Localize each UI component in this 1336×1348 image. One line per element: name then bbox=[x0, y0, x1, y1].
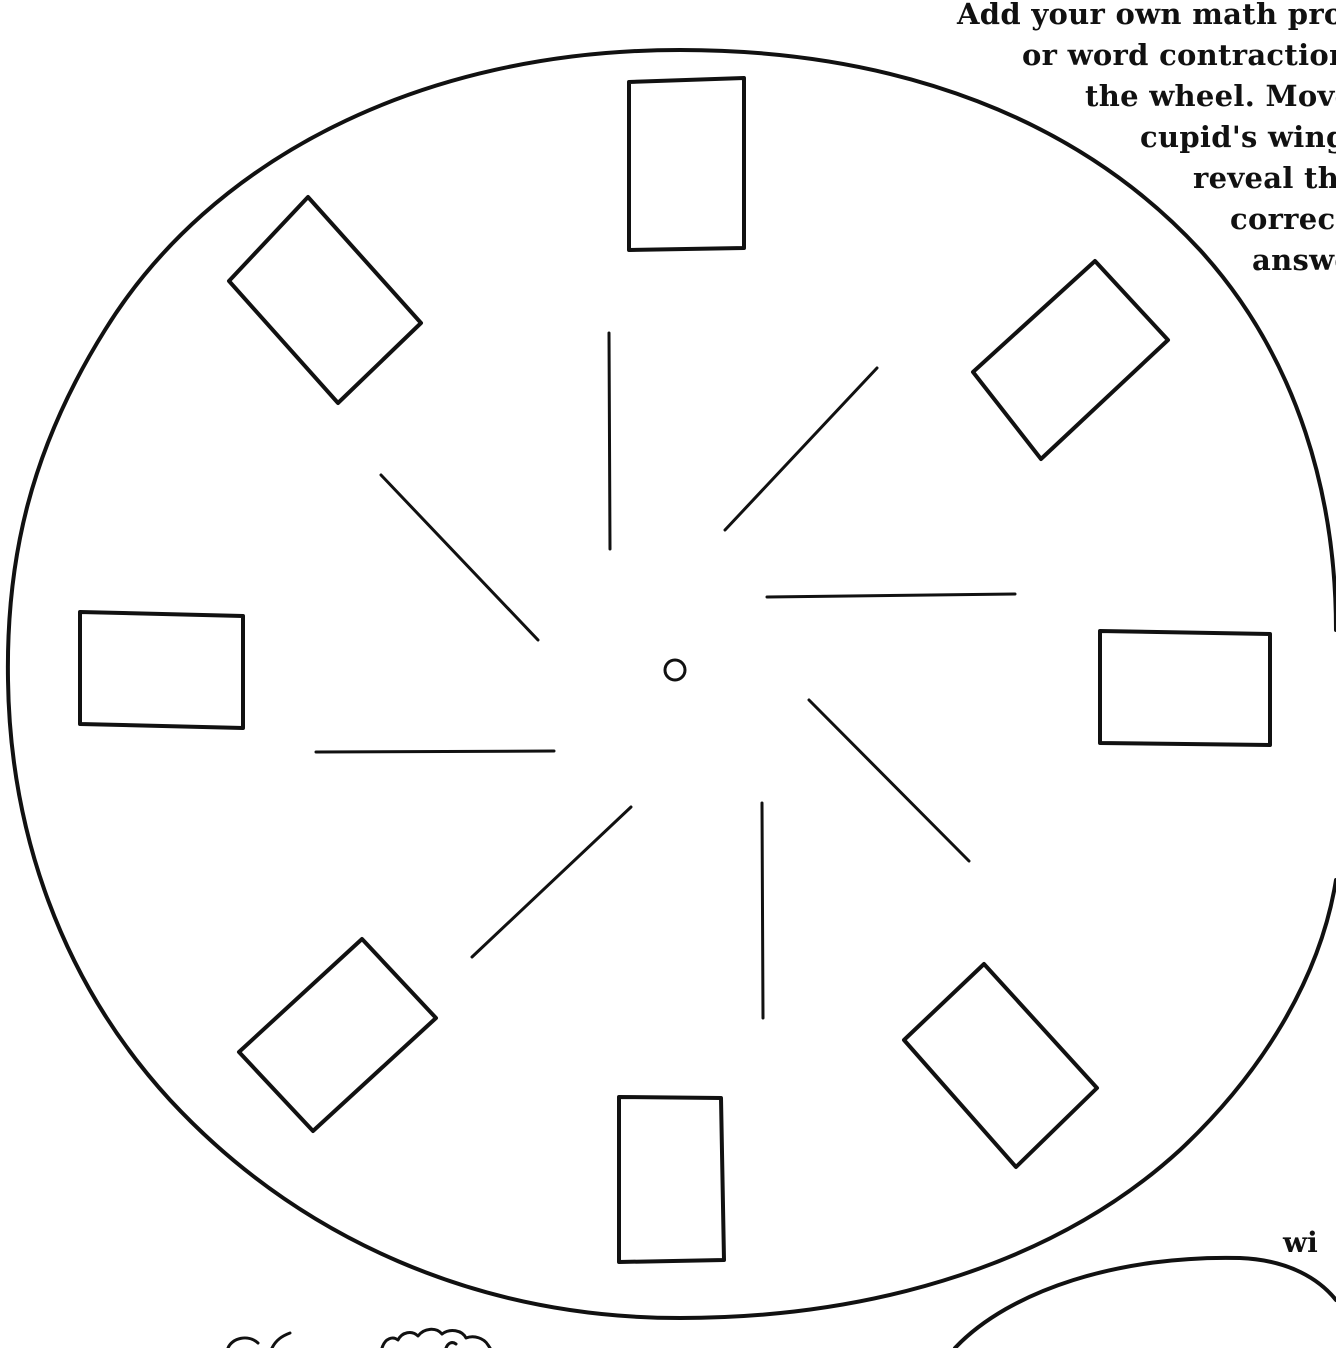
divider-line bbox=[316, 751, 554, 752]
window-upper-left bbox=[229, 197, 421, 403]
wing-label: wi bbox=[1283, 1226, 1318, 1259]
instruction-line: reveal the bbox=[1193, 158, 1336, 199]
window-left bbox=[80, 612, 243, 728]
instruction-line: cupid's wing bbox=[1140, 117, 1336, 158]
cupid-drawing-fragment bbox=[228, 1338, 258, 1348]
window-lower-right bbox=[904, 964, 1097, 1167]
divider-line bbox=[762, 803, 763, 1018]
wing-outline bbox=[955, 1258, 1336, 1348]
window-lower-left bbox=[239, 939, 436, 1131]
divider-line bbox=[381, 475, 538, 640]
divider-line bbox=[472, 807, 631, 957]
cupid-drawing-fragment bbox=[446, 1343, 456, 1348]
instruction-line: or word contractions bbox=[1022, 35, 1336, 76]
divider-line bbox=[809, 700, 969, 861]
divider-line bbox=[609, 333, 610, 549]
center-hole bbox=[665, 660, 685, 680]
instruction-line: the wheel. Move bbox=[1085, 76, 1336, 117]
cupid-drawing-fragment bbox=[272, 1333, 290, 1348]
window-top bbox=[629, 78, 744, 250]
instruction-line: correct bbox=[1230, 199, 1336, 240]
wheel-outline bbox=[8, 50, 1336, 1318]
window-bottom bbox=[619, 1097, 724, 1262]
instruction-line: answe bbox=[1252, 240, 1336, 281]
window-right bbox=[1100, 631, 1270, 745]
window-upper-right bbox=[973, 261, 1168, 459]
divider-line bbox=[725, 368, 877, 530]
divider-line bbox=[767, 594, 1015, 597]
cupid-hair-fragment bbox=[382, 1329, 490, 1348]
instruction-line: Add your own math probl bbox=[957, 0, 1336, 35]
